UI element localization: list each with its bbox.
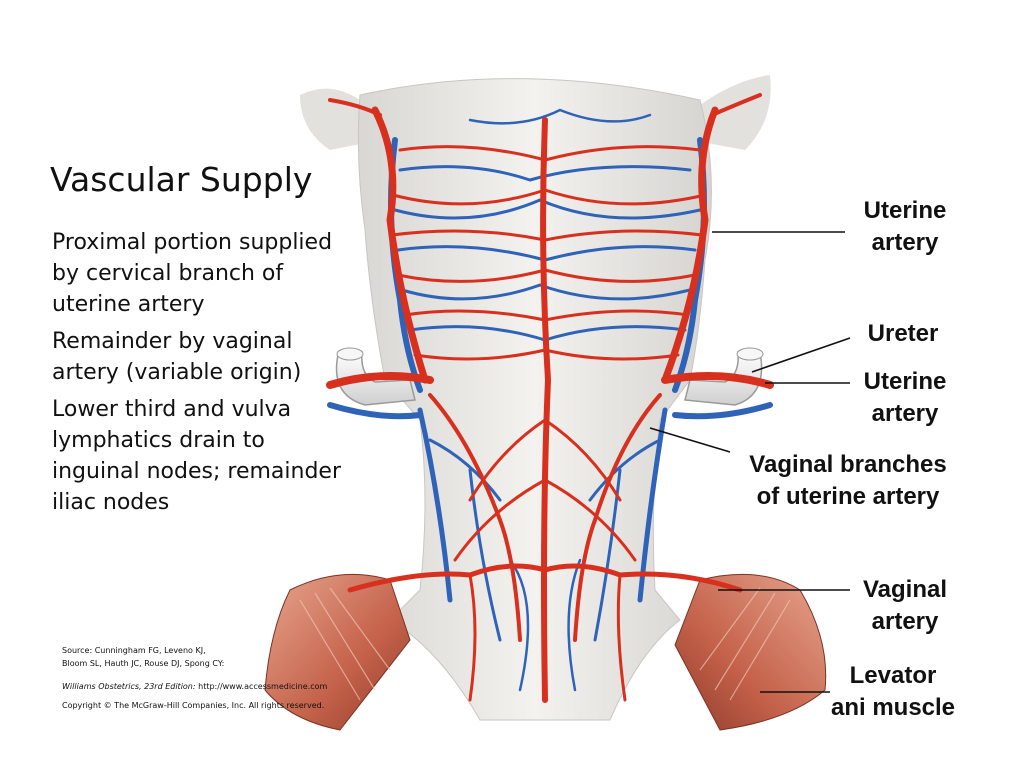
label-line: artery <box>871 400 939 427</box>
levator-ani-right <box>674 573 827 731</box>
label-line: Uterine <box>863 368 947 395</box>
label-line: ani muscle <box>830 694 956 721</box>
source-citation: Source: Cunningham FG, Leveno KJ, Bloom … <box>62 644 342 712</box>
slide-title: Vascular Supply <box>50 160 313 199</box>
label-leader-lines <box>649 231 851 693</box>
label-ureter: Ureter <box>867 320 939 347</box>
source-book-line: Williams Obstetrics, 23rd Edition: http:… <box>62 680 342 693</box>
label-uterine-artery-lower: Uterine artery <box>850 366 960 430</box>
bullet-item: Lower third and vulva lymphatics drain t… <box>52 397 341 515</box>
label-line: artery <box>871 608 939 635</box>
label-vaginal-branches: Vaginal branches of uterine artery <box>728 449 968 513</box>
label-line: Vaginal branches <box>749 451 947 478</box>
levator-ani-left <box>264 573 411 731</box>
bullet-item: Proximal portion supplied by cervical br… <box>52 230 333 317</box>
bullet-item: Remainder by vaginal artery (variable or… <box>52 329 302 385</box>
ureter-right <box>684 347 764 406</box>
bullet-list: Proximal portion supplied by cervical br… <box>52 227 342 524</box>
label-uterine-artery-upper: Uterine artery <box>850 195 960 259</box>
label-levator-ani: Levator ani muscle <box>818 660 968 724</box>
arteries <box>326 93 774 703</box>
source-book-title: Williams Obstetrics, 23rd Edition: <box>62 682 196 691</box>
source-copyright: Copyright © The McGraw-Hill Companies, I… <box>62 701 325 710</box>
label-vaginal-artery: Vaginal artery <box>850 574 960 638</box>
label-line: artery <box>871 229 939 256</box>
source-url: http://www.accessmedicine.com <box>198 682 328 691</box>
label-line: Uterine <box>863 197 947 224</box>
label-line: Vaginal <box>862 576 948 603</box>
source-line: Source: Cunningham FG, Leveno KJ, <box>62 646 206 655</box>
label-line: Levator <box>849 662 937 689</box>
source-line: Bloom SL, Hauth JC, Rouse DJ, Spong CY: <box>62 659 225 668</box>
label-line: of uterine artery <box>756 483 940 510</box>
